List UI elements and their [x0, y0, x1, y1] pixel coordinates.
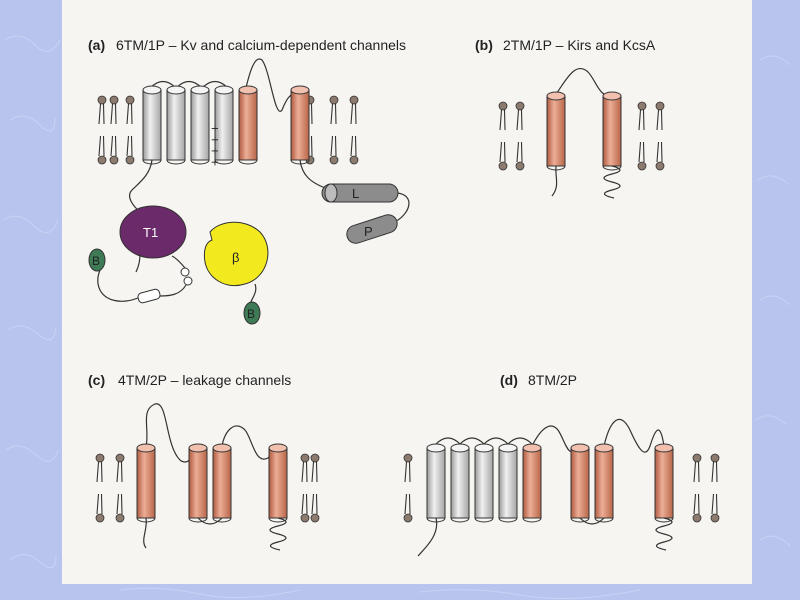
- panel-b: (b) 2TM/1P – Kirs and KcsA: [475, 37, 665, 199]
- panel-d-letter: (d): [500, 372, 518, 388]
- beta-subunit: β: [203, 221, 269, 286]
- panel-a-title: 6TM/1P – Kv and calcium-dependent channe…: [116, 37, 406, 53]
- panel-c-letter: (c): [88, 372, 105, 388]
- b-ball-label-2: B: [247, 307, 255, 321]
- panel-a: (a) 6TM/1P – Kv and calcium-dependent ch…: [88, 37, 410, 325]
- t1-label: T1: [143, 225, 158, 240]
- panel-d: (d) 8TM/2P: [403, 372, 720, 557]
- panel-b-lipid-bilayer-icon: [498, 101, 665, 171]
- t1-domain: T1: [119, 205, 187, 259]
- b-ball-label-1: B: [92, 254, 100, 268]
- b-ball-domain-2: B: [243, 301, 261, 325]
- panel-c: (c) 4TM/2P – leakage channels: [88, 372, 320, 551]
- panel-d-title: 8TM/2P: [528, 372, 577, 388]
- panel-c-title: 4TM/2P – leakage channels: [118, 372, 291, 388]
- linker-domain: L: [321, 183, 399, 203]
- panel-a-letter: (a): [88, 37, 105, 53]
- pore-tail-domain: P: [346, 214, 398, 244]
- panel-c-helix-cylinder-icon: [136, 443, 288, 523]
- panel-d-helix-cylinder-icon: [426, 443, 674, 523]
- panel-a-helix-cylinder-icon: [142, 85, 310, 165]
- panel-b-title: 2TM/1P – Kirs and KcsA: [503, 37, 656, 53]
- linker-label: L: [352, 186, 359, 201]
- b-ball-domain-1: B: [88, 248, 106, 272]
- panel-b-letter: (b): [475, 37, 493, 53]
- voltage-sensor-charges: + + + +: [207, 125, 222, 166]
- beta-label: β: [232, 250, 239, 265]
- pore-tail-label: P: [364, 224, 373, 239]
- panel-b-helix-cylinder-icon: [546, 91, 622, 171]
